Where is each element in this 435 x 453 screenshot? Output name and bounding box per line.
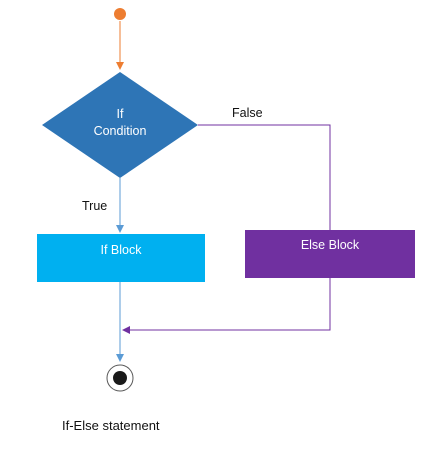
condition-label-line1: If <box>117 107 124 121</box>
else-block <box>245 230 415 278</box>
end-node-core <box>113 371 127 385</box>
end-node <box>106 364 134 392</box>
false-branch-connector <box>198 124 331 230</box>
if-block-label: If Block <box>101 243 143 257</box>
else-block-label: Else Block <box>301 238 360 252</box>
if-block <box>37 234 205 282</box>
condition-diamond <box>42 72 198 178</box>
start-node <box>114 8 126 20</box>
diagram-caption: If-Else statement <box>62 418 160 433</box>
else-merge-arrow <box>122 278 331 334</box>
true-label: True <box>82 199 107 213</box>
false-label: False <box>232 106 263 120</box>
condition-label-line2: Condition <box>94 124 147 138</box>
